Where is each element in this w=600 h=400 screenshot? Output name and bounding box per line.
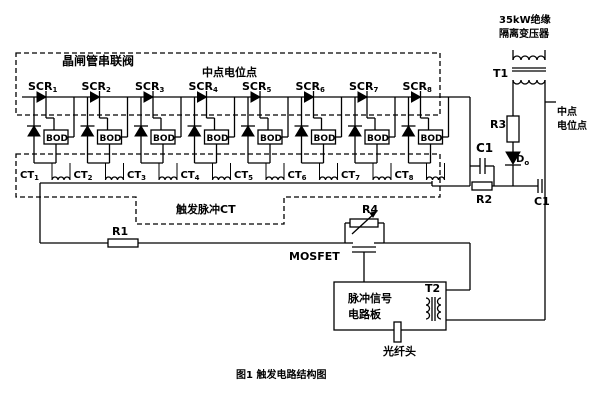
ct-coil: [51, 176, 71, 181]
valve-enclosure: [15, 52, 441, 116]
c1-top-label: C1: [476, 141, 493, 155]
scr-symbol: [36, 91, 48, 103]
r3-resistor: [506, 115, 520, 143]
scr-label: SCR3: [135, 80, 164, 94]
t2-transformer: T2: [425, 282, 442, 321]
r1-resistor: [107, 238, 139, 248]
ct-label: CT2: [74, 170, 93, 182]
ct-label: CT6: [288, 170, 307, 182]
valve-title: 晶闸管串联阀: [62, 53, 134, 68]
ct-coil: [372, 176, 392, 181]
protection-diode: [27, 125, 41, 137]
bod-label: BOD: [421, 134, 443, 144]
protection-diode: [80, 125, 95, 137]
do-label: Do: [516, 154, 529, 167]
r2-resistor: [471, 181, 493, 191]
ct-coil: [265, 176, 285, 181]
bod-label: BOD: [100, 134, 122, 144]
transformer-label-1: 35kW绝缘: [499, 13, 551, 26]
ct-label: CT3: [127, 170, 146, 182]
bod-label: BOD: [314, 134, 336, 144]
r1-label: R1: [112, 225, 128, 238]
ct-coil: [318, 176, 339, 181]
scr-label: SCR8: [403, 80, 432, 94]
bod-label: BOD: [153, 134, 175, 144]
fiber-label: 光纤头: [382, 344, 416, 358]
ct-label: CT4: [181, 170, 200, 182]
svg-text:T2: T2: [425, 282, 440, 295]
trigger-ct-label: 触发脉冲CT: [175, 202, 236, 216]
bod-label: BOD: [46, 134, 68, 144]
midpoint-right-label-1: 中点: [557, 105, 577, 118]
protection-diode: [134, 125, 148, 137]
ct-coil: [211, 176, 232, 181]
scr-label: SCR6: [296, 80, 325, 94]
scr-symbol: [197, 91, 208, 103]
transformer-label-2: 隔离变压器: [499, 27, 550, 40]
midpoint-right-label-2: 电位点: [557, 119, 587, 132]
scr-label: SCR1: [28, 80, 57, 94]
scr-label: SCR5: [242, 80, 271, 94]
protection-diode: [187, 125, 202, 137]
midpoint-label: 中点电位点: [202, 65, 257, 79]
c1-right-label: C1: [534, 195, 550, 208]
scr-symbol: [250, 91, 262, 103]
protection-diode: [241, 125, 255, 137]
scr-symbol: [90, 91, 101, 103]
fiber-connector: [393, 321, 402, 343]
ct-label: CT8: [395, 170, 414, 182]
scr-label: SCR7: [349, 80, 378, 94]
mosfet-symbol: [345, 242, 384, 282]
scr-symbol: [143, 91, 155, 103]
t1-transformer: [512, 50, 546, 97]
scr-symbol: [357, 91, 369, 103]
ct-label: CT5: [234, 170, 253, 182]
protection-diode: [294, 125, 309, 137]
protection-diode: [348, 125, 362, 137]
figure-caption: 图1 触发电路结构图: [236, 368, 326, 381]
pulse-board-label-1: 脉冲信号: [347, 291, 392, 305]
scr-label: SCR2: [82, 80, 111, 94]
ct-enclosure: [15, 153, 441, 225]
do-diode: [505, 151, 521, 165]
scr-label: SCR4: [189, 80, 218, 94]
ct-label: CT7: [341, 170, 360, 182]
bod-label: BOD: [260, 134, 282, 144]
pulse-board-label-2: 电路板: [348, 307, 382, 321]
bod-label: BOD: [207, 134, 229, 144]
ct-coil: [425, 176, 446, 181]
scr-symbol: [411, 91, 422, 103]
t1-label: T1: [493, 67, 508, 80]
ct-coil: [158, 176, 178, 181]
pulse-board: [333, 281, 447, 331]
bod-label: BOD: [367, 134, 389, 144]
r4-label: R4: [362, 203, 378, 216]
r2-label: R2: [476, 193, 492, 206]
ct-coil: [104, 176, 125, 181]
mosfet-label: MOSFET: [289, 250, 340, 263]
scr-symbol: [304, 91, 315, 103]
ct-label: CT1: [20, 170, 39, 182]
r3-label: R3: [490, 118, 506, 131]
protection-diode: [401, 125, 416, 137]
